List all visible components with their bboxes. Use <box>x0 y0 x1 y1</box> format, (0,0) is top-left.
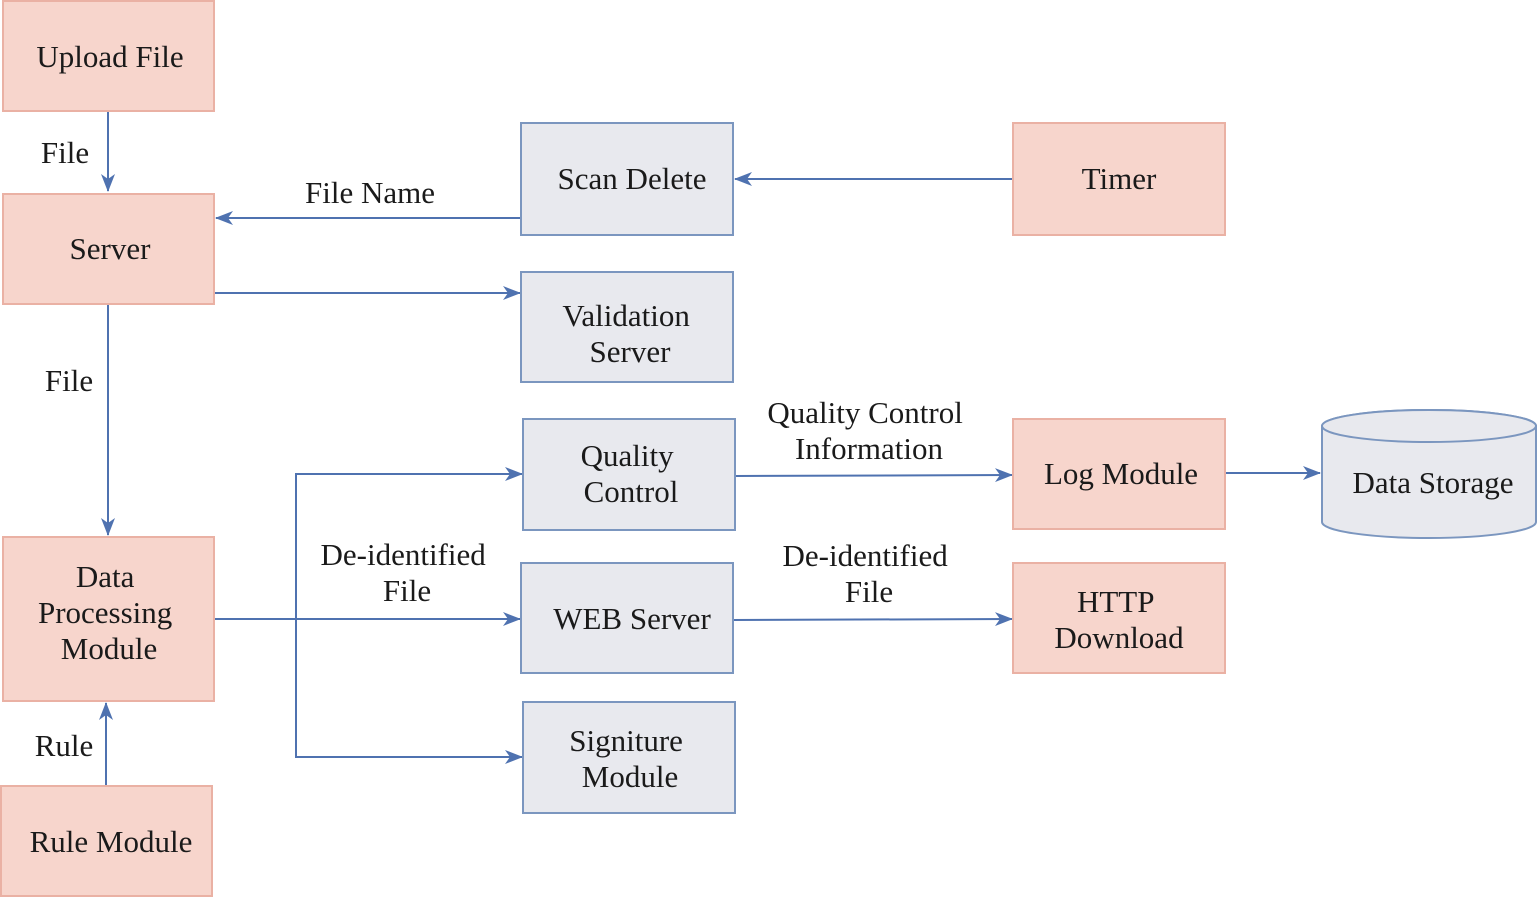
svg-text:Data Processing: Data Processing Module <box>38 559 180 666</box>
svg-text:Server: Server <box>70 231 152 266</box>
svg-text:Quality Control: Quality Control <box>581 438 682 509</box>
svg-text:Scan Delete: Scan Delete <box>558 161 707 196</box>
label-rule-to-processing: Rule <box>35 728 94 763</box>
edge-qc-to-log <box>734 468 1013 483</box>
svg-text:Rule Module: Rule Module <box>30 824 193 859</box>
node-signiture-module: Signiture Module <box>522 701 736 814</box>
edge-processing-to-signiture <box>295 619 523 764</box>
node-quality-control: Quality Control <box>522 418 736 531</box>
node-timer: Timer <box>1012 122 1226 236</box>
svg-text:Log Module: Log Module <box>1044 456 1198 491</box>
node-data-processing-module: Data Processing Module <box>2 536 215 702</box>
svg-text:WEB Server: WEB Server <box>553 601 711 636</box>
node-server: Server <box>2 193 215 305</box>
edge-processing-to-qc <box>214 467 523 620</box>
label-processing-to-web: De-identified File <box>320 537 493 608</box>
node-data-storage: Data Storage <box>1321 409 1537 539</box>
node-http-download: HTTP Download <box>1012 562 1226 674</box>
node-web-server: WEB Server <box>520 562 734 674</box>
edge-web-to-http <box>732 612 1013 627</box>
svg-text:HTTP Download: HTTP Download <box>1054 584 1184 655</box>
label-upload-to-server: File <box>41 135 89 170</box>
svg-text:Signiture Module: Signiture Module <box>569 723 690 794</box>
label-server-to-processing: File <box>45 363 93 398</box>
node-validation-server: Validation Server <box>520 271 734 383</box>
svg-text:Timer: Timer <box>1082 161 1157 196</box>
node-rule-module: Rule Module <box>0 785 213 897</box>
label-web-to-http: De-identified File <box>782 538 955 609</box>
node-scan-delete: Scan Delete <box>520 122 734 236</box>
svg-text:Data Storage: Data Storage <box>1353 465 1514 500</box>
svg-text:Upload File: Upload File <box>36 39 183 74</box>
svg-text:Validation Server: Validation Server <box>562 298 697 369</box>
edges <box>99 111 1321 785</box>
node-upload-file: Upload File <box>2 0 215 112</box>
node-log-module: Log Module <box>1012 418 1226 530</box>
label-scan-to-server: File Name <box>305 175 435 210</box>
edge-labels: File File Name File Rule De-identified F… <box>35 135 970 763</box>
label-qc-to-log: Quality Control Information <box>767 395 970 466</box>
